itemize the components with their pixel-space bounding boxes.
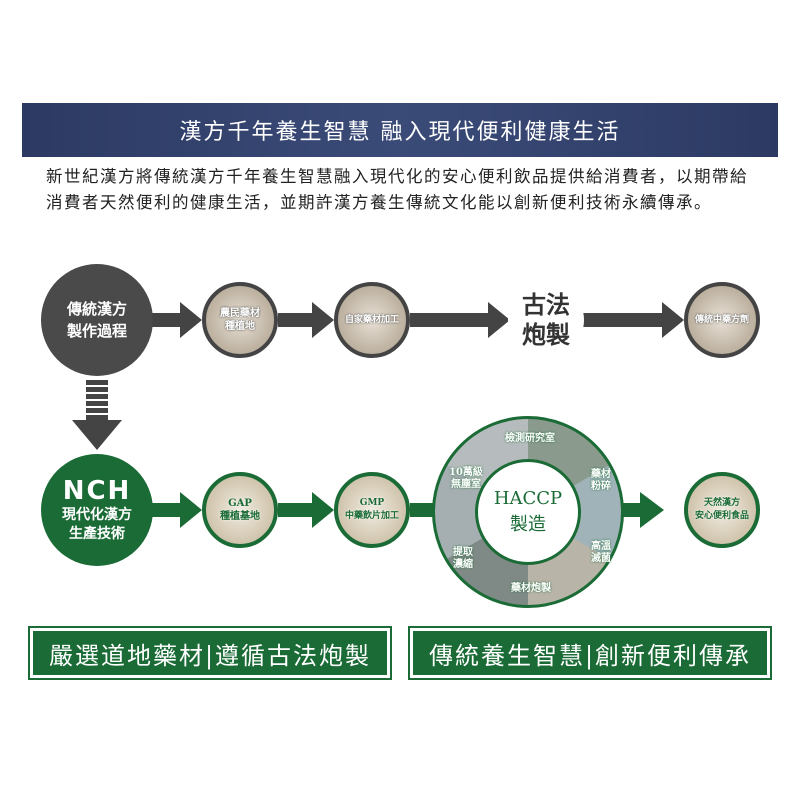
segment-lab: 檢測研究室 — [505, 433, 555, 444]
traditional-end: 傳統中藥方劑 — [684, 282, 760, 358]
modern-start-label: 現代化漢方 生產技術 — [62, 507, 132, 542]
intro-text: 新世紀漢方將傳統漢方千年養生智慧融入現代化的安心便利飲品提供給消費者，以期帶給消… — [46, 167, 748, 212]
modern-end: 天然漢方 安心便利食品 — [684, 472, 760, 548]
nch-logo: NCH — [62, 476, 132, 506]
modern-start: NCH 現代化漢方 生產技術 — [41, 454, 153, 566]
step-farm: 農民藥材 種植地 — [202, 282, 278, 358]
step-gap: GAP 種植基地 — [202, 472, 278, 548]
method-label: 古法 炮製 — [508, 282, 584, 358]
segment-sterilize: 高溫 滅菌 — [591, 541, 611, 564]
step-processing: 自家藥材加工 — [334, 282, 410, 358]
segment-extract: 提取 濃縮 — [453, 547, 473, 570]
arrow-head-2 — [312, 302, 334, 338]
banner-title: 漢方千年養生智慧 融入現代便利健康生活 — [179, 120, 621, 145]
arrow-6 — [278, 503, 314, 517]
arrow-head-6 — [312, 492, 334, 528]
haccp-ring: HACCP 製造 檢測研究室 藥材 粉碎 高溫 滅菌 藥材炮製 提取 濃縮 10… — [432, 416, 624, 608]
arrow-head-3 — [488, 302, 510, 338]
arrow-head-5 — [180, 492, 202, 528]
slogan-1: 嚴選道地藥材|遵循古法炮製 — [28, 626, 392, 680]
segment-grinding: 藥材 粉碎 — [591, 469, 611, 492]
arrow-8 — [620, 503, 640, 517]
arrow-head-8 — [640, 492, 664, 528]
slogan-2-text: 傳統養生智慧|創新便利傳承 — [413, 631, 767, 675]
slogan-1-text: 嚴選道地藥材|遵循古法炮製 — [33, 631, 387, 675]
arrow-3 — [410, 313, 490, 327]
arrow-head-1 — [180, 302, 202, 338]
arrow-head-4 — [662, 302, 684, 338]
arrow-2 — [278, 313, 314, 327]
step-gmp: GMP 中藥飲片加工 — [334, 472, 410, 548]
arrow-4 — [575, 313, 665, 327]
arrow-7 — [410, 503, 434, 517]
down-arrow — [86, 380, 108, 420]
segment-processing: 藥材炮製 — [511, 583, 551, 594]
banner: 漢方千年養生智慧 融入現代便利健康生活 — [22, 103, 778, 157]
traditional-start: 傳統漢方 製作過程 — [41, 264, 153, 376]
segment-cleanroom: 10萬級 無塵室 — [449, 467, 483, 490]
arrow-5 — [150, 503, 180, 517]
slogan-2: 傳統養生智慧|創新便利傳承 — [408, 626, 772, 680]
down-arrow-head — [72, 420, 122, 450]
haccp-center: HACCP 製造 — [475, 459, 581, 565]
arrow-1 — [150, 313, 180, 327]
